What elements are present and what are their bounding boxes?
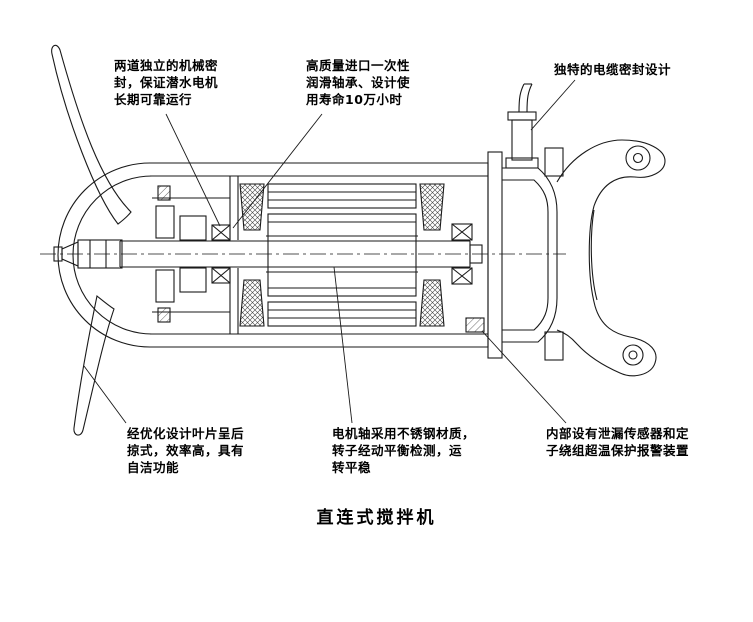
shaft <box>119 223 483 285</box>
cable-gland <box>505 83 539 169</box>
front-bearing <box>211 224 231 241</box>
rotor <box>267 213 417 297</box>
bracket-hole-bottom <box>622 344 644 366</box>
leader-sensor <box>481 330 567 424</box>
annotation-line: 润滑轴承、设计使 <box>306 75 411 90</box>
leader-bearing <box>232 113 323 229</box>
stator-winding-end <box>239 183 265 231</box>
annotation-line: 子绕组超温保护报警装置 <box>546 443 690 458</box>
leader-cable <box>530 79 576 131</box>
front-seal-assembly <box>152 185 231 323</box>
annotation-line: 内部设有泄漏传感器和定 <box>546 426 690 441</box>
annotation-line: 掠式，效率高，具有 <box>127 443 245 458</box>
annotation-leak-sensor: 内部设有泄漏传感器和定 子绕组超温保护报警装置 <box>546 425 689 459</box>
leader-blade <box>83 365 127 424</box>
rear-flange <box>487 151 503 359</box>
annotation-line: 转平稳 <box>332 460 372 475</box>
stator-rotor <box>239 183 445 327</box>
annotation-blade: 经优化设计叶片呈后 掠式，效率高，具有 自洁功能 <box>127 425 244 476</box>
annotation-line: 经优化设计叶片呈后 <box>127 426 245 441</box>
annotation-line: 用寿命10万小时 <box>306 92 403 107</box>
power-cable <box>518 83 533 113</box>
leader-lines <box>83 79 576 424</box>
annotation-line: 自洁功能 <box>127 460 180 475</box>
diagram-title: 直连式搅拌机 <box>316 508 437 528</box>
stator-core-top <box>267 183 417 209</box>
annotation-line: 电机轴采用不锈钢材质， <box>332 426 476 441</box>
annotation-mechanical-seal: 两道独立的机械密 封，保证潜水电机 长期可靠运行 <box>114 57 218 108</box>
annotation-line: 独特的电缆密封设计 <box>554 62 672 77</box>
annotation-cable-seal: 独特的电缆密封设计 <box>554 61 671 78</box>
front-dome <box>57 162 153 348</box>
leak-sensor-unit <box>465 317 485 333</box>
annotation-line: 转子经动平衡检测，运 <box>332 443 463 458</box>
annotation-motor-shaft: 电机轴采用不锈钢材质， 转子经动平衡检测，运 转平稳 <box>332 425 475 476</box>
leader-seal <box>165 113 221 227</box>
annotation-line: 封，保证潜水电机 <box>114 75 219 90</box>
rear-bearing <box>451 223 473 241</box>
propeller-blade-lower <box>73 295 115 436</box>
rear-housing <box>465 151 558 359</box>
annotation-line: 高质量进口一次性 <box>306 58 411 73</box>
annotation-line: 长期可靠运行 <box>114 92 193 107</box>
propeller-blade-upper <box>51 44 132 225</box>
leader-shaft <box>333 266 353 424</box>
propeller <box>51 44 132 436</box>
annotation-line: 两道独立的机械密 <box>114 58 219 73</box>
mounting-bracket <box>544 139 666 377</box>
stator-core-bottom <box>267 301 417 327</box>
annotation-bearing: 高质量进口一次性 润滑轴承、设计使 用寿命10万小时 <box>306 57 410 108</box>
bracket-hole-top <box>625 145 651 171</box>
